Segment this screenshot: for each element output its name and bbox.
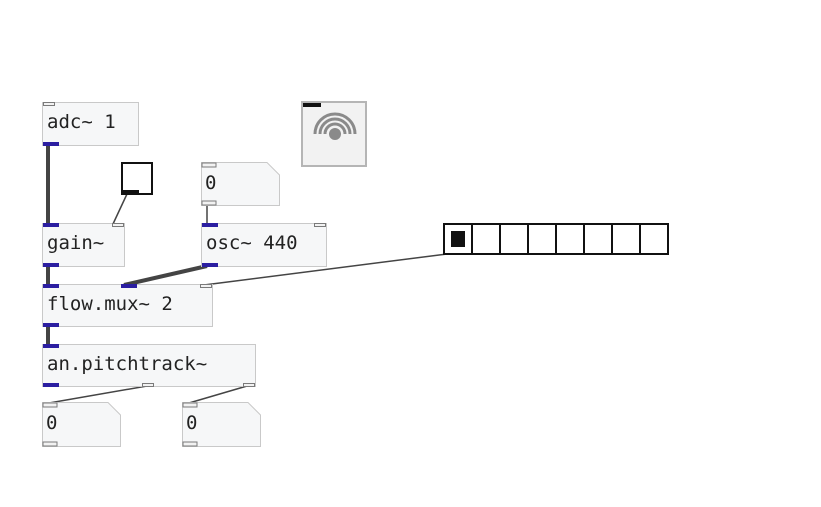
cord-radio-to-mux[interactable] [203,253,448,286]
number-box-value: 0 [186,412,198,434]
dsp-toggle-button[interactable] [301,101,367,167]
number-box-frame [42,402,121,447]
radio-cell-2[interactable] [499,223,529,255]
pitchtrack-inlet[interactable] [43,344,59,348]
cord-osc-to-mux[interactable] [123,264,208,287]
object-gain-label: gain~ [47,232,105,254]
osc-inlet-phase[interactable] [314,223,326,227]
osc-inlet-frequency[interactable] [202,223,218,227]
radio-cell-4[interactable] [555,223,585,255]
adc-inlet[interactable] [43,102,55,106]
mux-inlet-0[interactable] [43,284,59,288]
dsp-inlet[interactable] [303,103,321,107]
toggle-outlet[interactable] [123,190,139,193]
object-adc-label: adc~ 1 [47,111,116,133]
number-box-osc-freq[interactable]: 0 [201,162,280,206]
object-osc[interactable]: osc~ 440 [201,223,327,267]
number-box-value: 0 [46,412,58,434]
radio-cell-0[interactable] [443,223,473,255]
mux-inlet-1[interactable] [121,284,137,288]
adc-outlet[interactable] [43,142,59,146]
number-box-pitch-1[interactable]: 0 [42,402,121,447]
object-pitchtrack[interactable]: an.pitchtrack~ [42,344,256,387]
object-flow-mux[interactable]: flow.mux~ 2 [42,284,213,327]
gain-outlet[interactable] [43,263,59,267]
number-box-frame [201,162,280,206]
radio-cell-1[interactable] [471,223,501,255]
object-gain[interactable]: gain~ [42,223,125,267]
toggle[interactable] [121,162,153,195]
radio-cell-5[interactable] [583,223,613,255]
pitchtrack-outlet-signal[interactable] [43,383,59,387]
radio-cell-3[interactable] [527,223,557,255]
number-box-value: 0 [205,172,217,194]
cord-pitch-to-number1[interactable] [48,385,148,404]
gain-inlet-signal[interactable] [43,223,59,227]
mux-inlet-select[interactable] [200,284,212,288]
number-box-pitch-2[interactable]: 0 [182,402,261,447]
number-box-frame [182,402,261,447]
speaker-dsp-icon [313,112,357,140]
cord-pitch-to-number2[interactable] [188,385,248,404]
gain-inlet-control[interactable] [112,223,124,227]
pitchtrack-outlet-amp[interactable] [243,383,255,387]
object-adc[interactable]: adc~ 1 [42,102,139,146]
radio-cell-6[interactable] [611,223,641,255]
cord-toggle-to-gain[interactable] [112,193,128,225]
object-flow-mux-label: flow.mux~ 2 [47,293,173,315]
mux-outlet[interactable] [43,323,59,327]
osc-outlet[interactable] [202,263,218,267]
object-pitchtrack-label: an.pitchtrack~ [47,353,208,375]
radio-cell-7[interactable] [639,223,669,255]
radio-selector[interactable] [443,223,695,255]
pitchtrack-outlet-pitch[interactable] [142,383,154,387]
object-osc-label: osc~ 440 [206,232,298,254]
